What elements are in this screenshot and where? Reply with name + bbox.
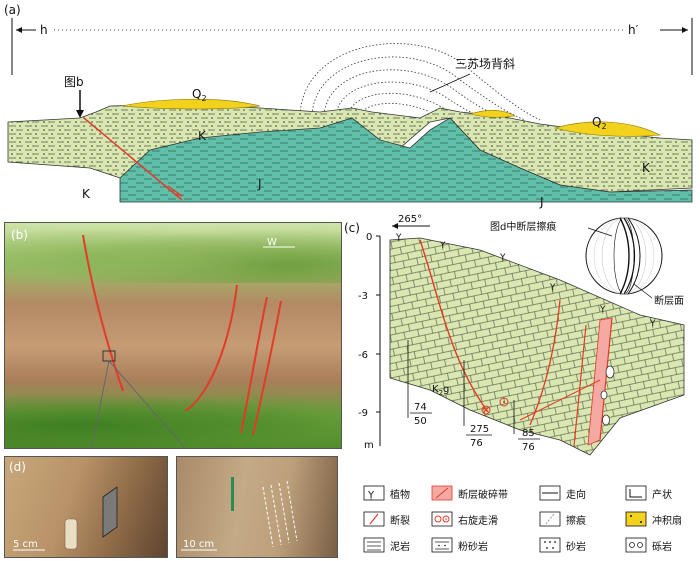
panel-c-label: (c) [344, 221, 360, 235]
panel-d-photo-1: (d) 5 cm [4, 456, 168, 558]
legend-label-siltstone: 粉砂岩 [458, 540, 488, 553]
attitude-2-dip: 76 [470, 438, 483, 449]
q2-right-label: Q2 [592, 115, 607, 131]
panel-c: (c) 265° 0 -3 -6 -9 m Ỵ Ỵ Ỵ Ỵ [344, 214, 685, 456]
depth-tick-9: -9 [358, 408, 368, 419]
attitude-3-strike: 85 [522, 428, 535, 439]
fault-trace-b-3 [240, 296, 268, 434]
legend-label-sandstone: 砂岩 [566, 540, 586, 553]
legend-label-plant: 植物 [390, 488, 410, 501]
legend-swatch-sandstone [539, 537, 561, 553]
panel-a: (a) h h′ 三苏场背斜 图b [4, 3, 693, 209]
legend: Ỵ 植物 断层破碎带 走向 产状 断裂 右旋走滑 擦痕 冲积扇 泥岩 [363, 485, 682, 553]
k-label-right: K [642, 161, 651, 175]
svg-text:Ỵ: Ỵ [549, 283, 556, 293]
stereonet [585, 217, 663, 295]
panel-b-photo: (b) W [4, 222, 342, 449]
depth-tick-0: 0 [366, 232, 372, 243]
svg-text:Ỵ: Ỵ [439, 241, 446, 251]
scale-10cm: 10 cm [183, 539, 214, 550]
j-label-left: J [257, 177, 262, 191]
depth-tick-3: -3 [358, 291, 368, 302]
attitude-3-dip: 76 [522, 442, 535, 453]
section-end-h: h [40, 23, 48, 37]
legend-label-fault: 断裂 [390, 514, 410, 527]
j-label-right: J [539, 195, 544, 209]
k-label-bottom: K [82, 187, 91, 201]
q2-deposit-right [553, 121, 662, 137]
q2-left-label: Q2 [192, 87, 207, 103]
legend-swatch-conglomerate [625, 537, 647, 553]
section-end-h-prime: h′ [628, 23, 639, 37]
fault-plane-sketch [102, 486, 118, 538]
legend-label-strike: 走向 [566, 488, 586, 501]
legend-swatch-mudstone [363, 537, 385, 553]
panel-b-label: (b) [11, 228, 28, 242]
fig-b-arrow [76, 110, 84, 118]
legend-swatch-plant [363, 485, 385, 501]
stereonet-label-fault-plane: 断层面 [654, 294, 684, 307]
anticline-label: 三苏场背斜 [455, 57, 515, 71]
j-strata [119, 117, 693, 203]
attitude-2-strike: 275 [470, 424, 489, 435]
azimuth-label: 265° [398, 214, 422, 225]
formation-label: K2g [432, 384, 449, 397]
striation-lines [262, 480, 298, 548]
attitude-1-strike: 74 [414, 402, 427, 413]
plant-symbols: Ỵ Ỵ Ỵ Ỵ Ỵ Ỵ [395, 233, 656, 329]
k-label-center: K [198, 129, 207, 143]
svg-text:Ỵ: Ỵ [649, 319, 656, 329]
fault-trace-b-1 [82, 234, 124, 392]
panel-d-label: (d) [9, 460, 26, 474]
legend-label-striation: 擦痕 [566, 514, 586, 527]
brush [64, 518, 78, 550]
cliff-section [389, 237, 685, 456]
legend-label-dextral: 右旋走滑 [458, 514, 498, 527]
pebble [602, 414, 610, 426]
pebble [605, 365, 615, 379]
dextral-symbol [481, 405, 491, 415]
pen-marker [231, 477, 234, 511]
q2-deposit-left [121, 98, 261, 110]
legend-label-mudstone: 泥岩 [390, 540, 410, 553]
legend-label-conglomerate: 砾岩 [652, 540, 672, 553]
fault-trace-b-2 [184, 284, 238, 412]
fault-c-1 [419, 239, 489, 413]
legend-swatch-striation [539, 511, 561, 527]
fig-b-marker: 图b [64, 75, 84, 89]
legend-swatch-alluvial [625, 511, 647, 527]
svg-text:Ỵ: Ỵ [367, 490, 375, 501]
panel-b-north: W [267, 237, 277, 248]
panel-d-photo-2: 10 cm [176, 456, 338, 558]
svg-text:Ỵ: Ỵ [599, 305, 606, 315]
depth-unit: m [364, 440, 374, 451]
legend-label-breccia: 断层破碎带 [458, 488, 508, 501]
legend-swatch-dextral [431, 511, 453, 527]
legend-swatch-siltstone [431, 537, 453, 553]
panel-a-label: (a) [4, 3, 21, 17]
legend-label-attitude: 产状 [652, 488, 672, 501]
fault-line-a [83, 117, 183, 201]
attitude-1-dip: 50 [414, 416, 427, 427]
scale-5cm: 5 cm [13, 539, 38, 550]
legend-label-alluvial: 冲积扇 [652, 514, 682, 527]
stereonet-label-striation: 图d中断层擦痕 [490, 220, 556, 233]
svg-text:Ỵ: Ỵ [499, 253, 506, 263]
svg-text:Ỵ: Ỵ [395, 233, 402, 243]
pebble [600, 390, 608, 400]
q2-deposit-mid [468, 110, 516, 118]
depth-tick-6: -6 [358, 350, 368, 361]
legend-swatch-attitude [625, 485, 647, 501]
